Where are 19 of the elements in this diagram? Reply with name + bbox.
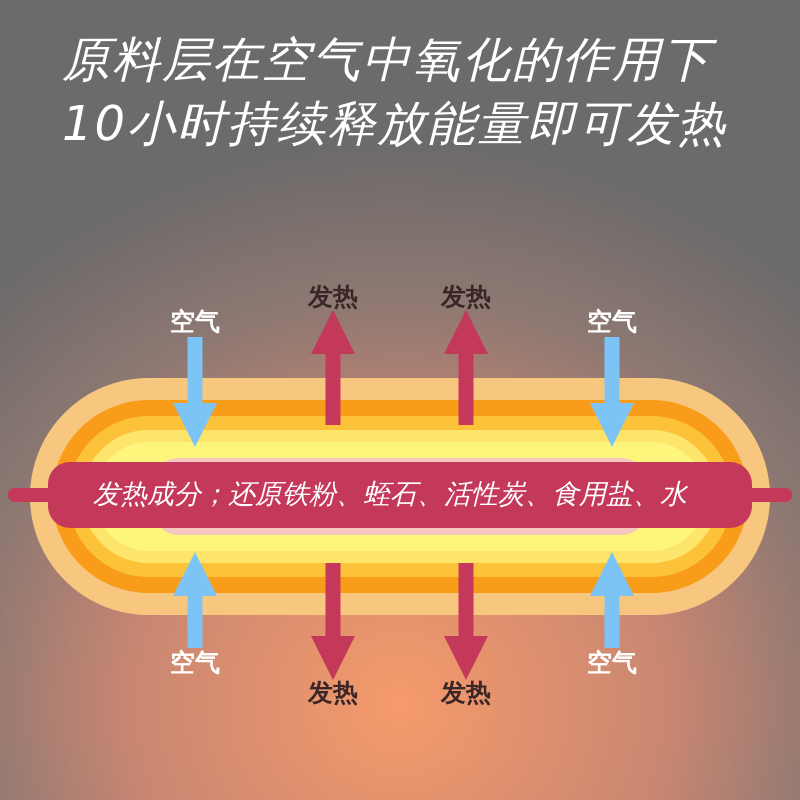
arrow (173, 337, 217, 447)
heat-label: 发热 (308, 283, 358, 311)
air-label: 空气 (170, 649, 220, 677)
air-label: 空气 (587, 308, 637, 336)
arrow (173, 552, 217, 648)
heat-label: 发热 (441, 679, 491, 707)
air-label: 空气 (170, 308, 220, 336)
heat-label: 发热 (308, 679, 358, 707)
arrow (311, 563, 355, 680)
arrow (311, 310, 355, 425)
title: 原料层在空气中氧化的作用下10小时持续释放能量即可发热 (62, 31, 728, 154)
arrow (590, 337, 634, 447)
air-label: 空气 (587, 649, 637, 677)
ingredient-band (8, 462, 792, 528)
arrow (444, 310, 488, 425)
ingredient-text: 发热成分；还原铁粉、蛭石、活性炭、食用盐、水 (93, 478, 687, 512)
arrow (590, 552, 634, 648)
heat-label: 发热 (441, 283, 491, 311)
arrow (444, 563, 488, 680)
